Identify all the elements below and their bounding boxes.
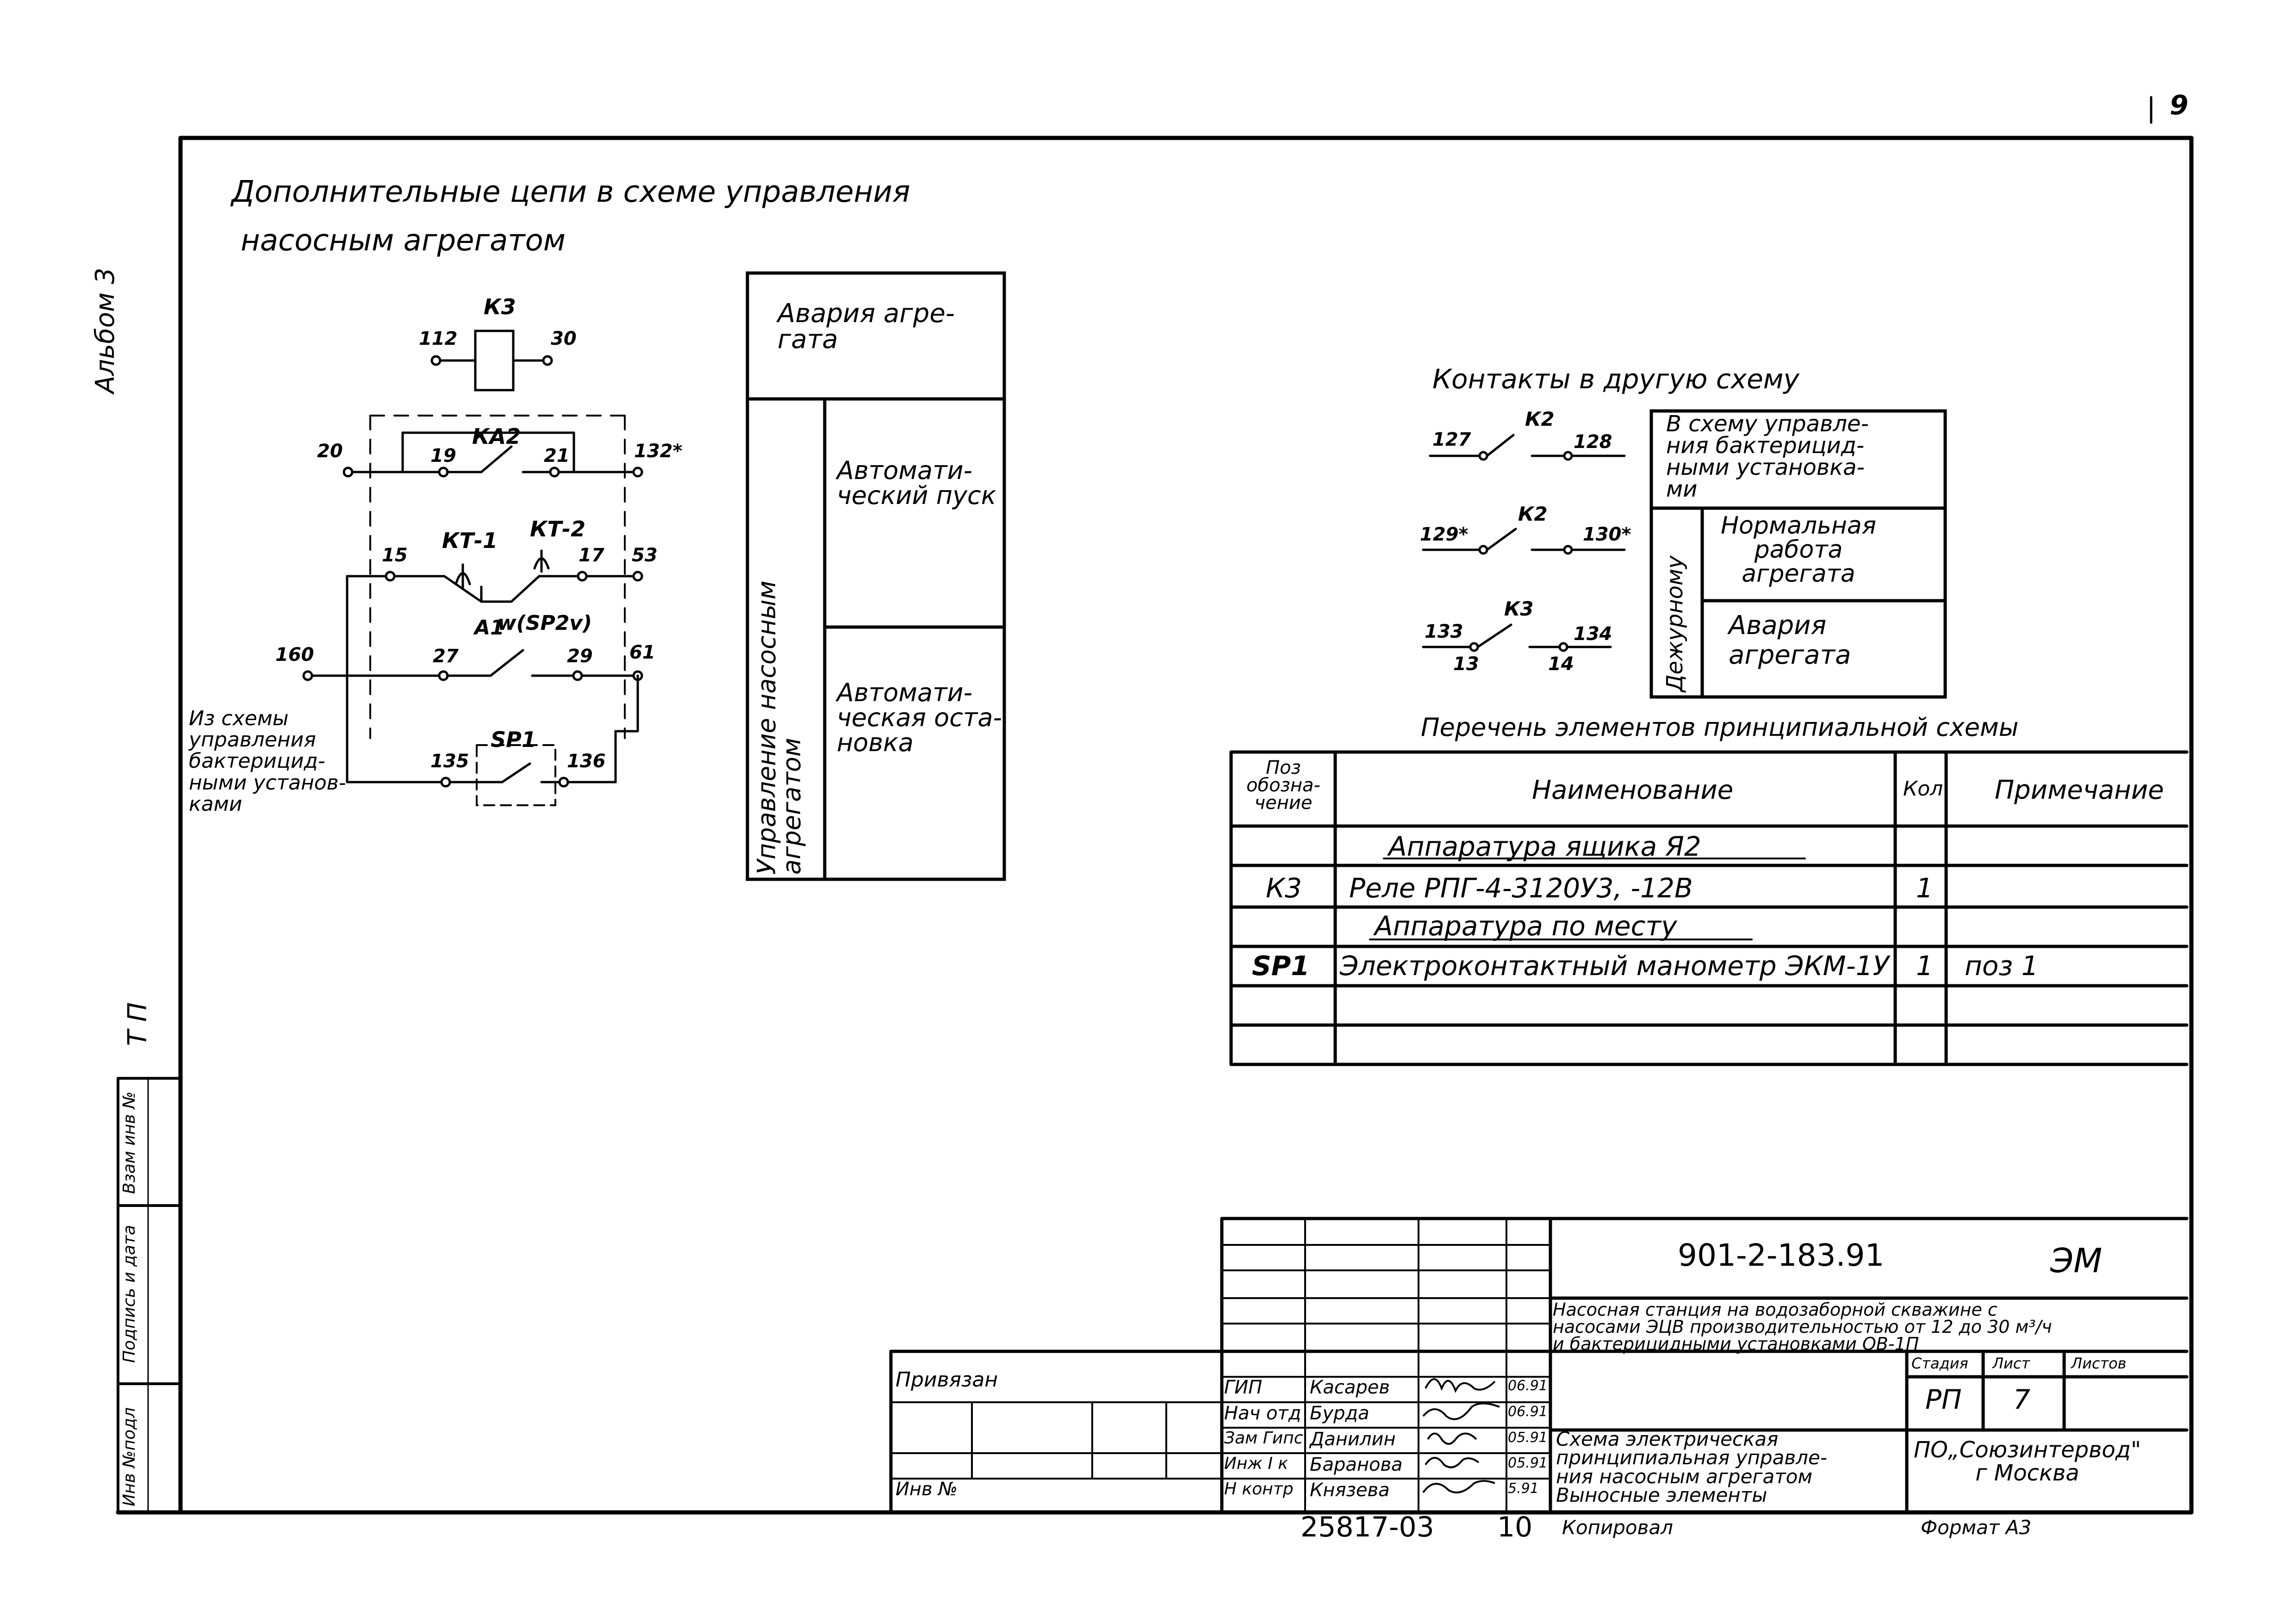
person-name: Касарев (1310, 1377, 1390, 1398)
node-13: 13 (1453, 653, 1479, 675)
stadia-value: РП (1925, 1384, 1962, 1415)
elements-header-qty: Кол (1903, 777, 1943, 801)
node-136: 136 (567, 751, 606, 772)
node-17: 17 (579, 545, 604, 566)
heading-line1: Дополнительные цепи в схеме управления (231, 175, 910, 209)
contact-k2b-label: К2 (1518, 503, 1548, 525)
person-role: Н контр (1224, 1480, 1294, 1499)
person-name: Князева (1310, 1480, 1390, 1501)
elements-row4-pos: SP1 (1252, 950, 1310, 982)
person-name: Баранова (1310, 1454, 1403, 1475)
elements-row4-name: Электроконтактный манометр ЭКМ-1У (1340, 950, 1889, 982)
person-date: 5.91 (1508, 1480, 1539, 1497)
contacts-avaria: Авария агрегата (1729, 610, 1851, 671)
contact-k3-label: К3 (1504, 597, 1534, 620)
person-date: 05.91 (1508, 1430, 1548, 1446)
sp1-label: SP1 (491, 727, 536, 752)
page-number: 9 (2170, 89, 2189, 121)
contacts-normal: Нормальная работа агрегата (1721, 512, 1877, 588)
heading-line2: насосным агрегатом (241, 224, 566, 258)
node-129: 129* (1420, 524, 1468, 545)
footer-copied: Копировал (1562, 1516, 1673, 1539)
from-bactericidal-note: Из схемы управления бактерицид- ными уст… (189, 707, 346, 816)
node-112: 112 (419, 328, 458, 349)
list-value: 7 (2013, 1384, 2030, 1415)
k3-coil-label: К3 (484, 294, 516, 319)
elements-header-note: Примечание (1995, 775, 2164, 805)
person-role: ГИП (1224, 1377, 1263, 1398)
project-name: Насосная станция на водозаборной скважин… (1553, 1300, 2052, 1355)
doc-mark: ЭМ (2050, 1241, 2103, 1280)
elements-header-pos: Поз обозна- чение (1246, 757, 1320, 814)
avto-pusk-cell: Автомати- ческий пуск (837, 456, 996, 510)
person-date: 06.91 (1508, 1404, 1548, 1420)
privyazan-label: Привязан (896, 1368, 998, 1392)
kt1-label: КТ-1 (442, 528, 498, 553)
node-53: 53 (632, 545, 658, 566)
listov-header: Листов (2071, 1355, 2127, 1372)
organization: ПО„Союзинтервод" г Москва (1914, 1437, 2141, 1486)
elements-header-name: Наименование (1532, 775, 1734, 805)
node-132: 132* (634, 441, 683, 462)
person-role: Нач отд (1224, 1403, 1301, 1424)
node-19: 19 (430, 445, 456, 466)
node-133: 133 (1425, 621, 1463, 642)
node-27: 27 (433, 646, 459, 667)
node-21: 21 (544, 445, 570, 466)
node-20: 20 (317, 441, 343, 462)
elements-row3-name: Аппаратура по месту (1375, 910, 1677, 942)
footer-format: Формат А3 (1921, 1516, 2032, 1539)
node-30: 30 (551, 328, 577, 349)
node-61: 61 (629, 642, 655, 663)
elements-row4-qty: 1 (1916, 950, 1933, 982)
person-date: 05.91 (1508, 1455, 1548, 1471)
person-role: Инж I к (1224, 1454, 1288, 1473)
node-130: 130* (1583, 524, 1631, 545)
node-14: 14 (1548, 653, 1574, 675)
elements-row2-name: Реле РПГ-4-3120У3, -12В (1349, 872, 1693, 904)
node-127: 127 (1432, 429, 1471, 450)
footer-number: 25817-03 (1300, 1511, 1434, 1543)
avaria-agregata-cell: Авария агре- гата (778, 298, 955, 354)
node-160: 160 (275, 644, 314, 665)
node-134: 134 (1574, 623, 1612, 645)
drawing-title: Схема электрическая принципиальная управ… (1556, 1428, 1827, 1506)
avto-ostanovka-cell: Автомати- ческая оста- новка (837, 678, 1002, 757)
ka2-label: КА2 (472, 424, 521, 449)
a1-sp2-label: w(SP2v) (498, 611, 592, 635)
person-name: Бурда (1310, 1403, 1369, 1424)
contact-k2a-label: К2 (1525, 408, 1555, 430)
node-128: 128 (1574, 431, 1612, 453)
kt2-label: КТ-2 (530, 516, 586, 541)
list-header: Лист (1992, 1355, 2030, 1372)
contacts-title: Контакты в другую схему (1432, 363, 1799, 395)
person-date: 06.91 (1508, 1378, 1548, 1394)
doc-code: 901-2-183.91 (1678, 1237, 1885, 1273)
stadia-header: Стадия (1911, 1355, 1968, 1372)
elements-row4-note: поз 1 (1965, 950, 2039, 982)
node-29: 29 (567, 646, 593, 667)
node-135: 135 (430, 751, 469, 772)
inv-label: Инв № (896, 1479, 958, 1500)
elements-title: Перечень элементов принципиальной схемы (1421, 713, 2019, 742)
contacts-box-top: В схему управле- ния бактерицид- ными ус… (1666, 411, 1869, 503)
node-15: 15 (382, 545, 408, 566)
a1-label: А1 (474, 616, 504, 640)
elements-row2-qty: 1 (1916, 872, 1933, 904)
footer-sheet: 10 (1497, 1511, 1533, 1543)
elements-row2-pos: К3 (1266, 872, 1302, 904)
person-name: Данилин (1310, 1429, 1396, 1450)
person-role: Зам Гипс (1224, 1429, 1303, 1448)
elements-row1-name: Аппаратура ящика Я2 (1388, 831, 1701, 862)
